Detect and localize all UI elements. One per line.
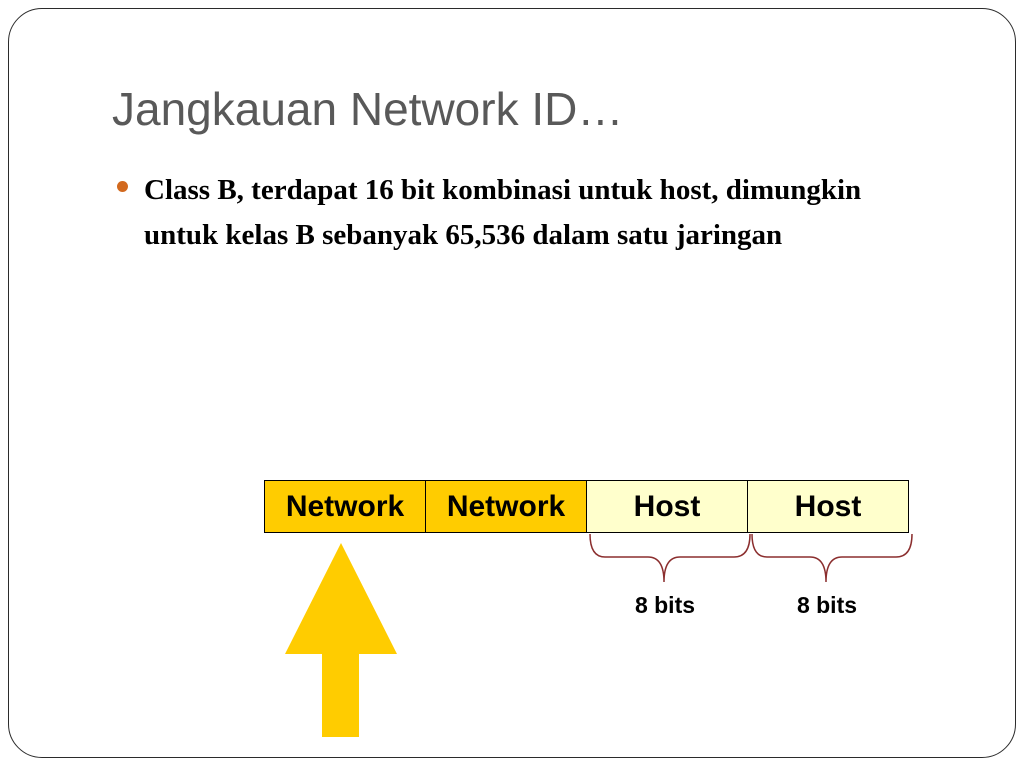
bullet-dot-icon [117, 181, 128, 192]
bullet-text: Class B, terdapat 16 bit kombinasi untuk… [144, 174, 862, 251]
segment-network-1: Network [264, 480, 426, 533]
segment-host-1: Host [586, 480, 748, 533]
segment-host-2: Host [747, 480, 909, 533]
brace-host-1 [589, 533, 751, 583]
bits-label-host-2: 8 bits [796, 592, 858, 618]
bits-label-host-1: 8 bits [634, 592, 696, 618]
brace-host-2 [751, 533, 913, 583]
up-arrow-icon [285, 543, 397, 737]
slide-title: Jangkauan Network ID… [112, 83, 624, 135]
address-segments: Network Network Host Host [264, 480, 909, 533]
slide-frame [8, 8, 1016, 758]
